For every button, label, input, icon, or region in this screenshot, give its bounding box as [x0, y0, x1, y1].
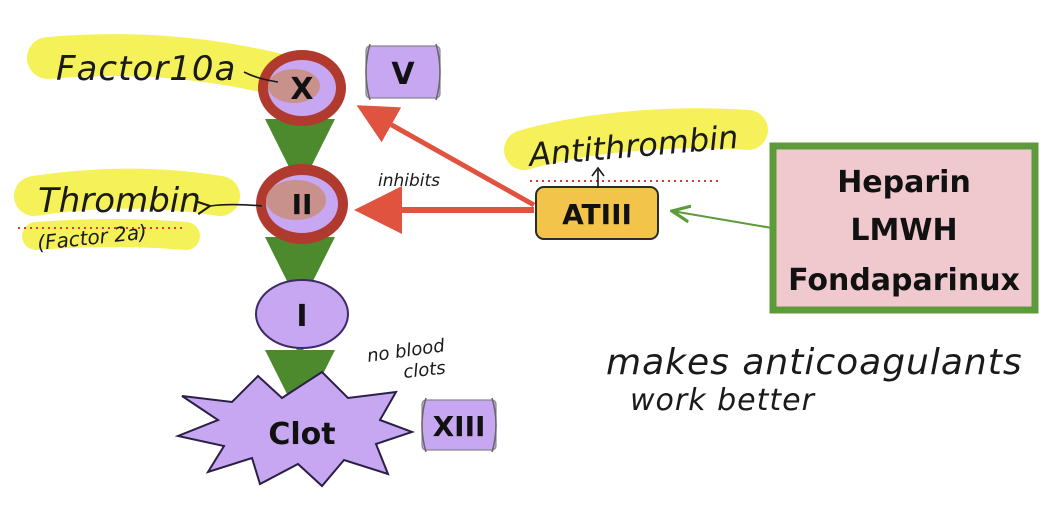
- anticoagulant-drug-box: Heparin LMWH Fondaparinux: [769, 142, 1039, 314]
- drug-heparin: Heparin: [837, 165, 971, 200]
- fibrinogen-label: I: [296, 299, 307, 334]
- note-antithrombin-arrow: [591, 166, 605, 188]
- drug-fondaparinux: Fondaparinux: [788, 263, 1020, 298]
- note-no-clots-line2: clots: [402, 358, 446, 383]
- note-thrombin-arrow: [210, 205, 263, 207]
- factor-xiii-label: XIII: [433, 410, 486, 443]
- note-factor10a-connector: [243, 71, 279, 83]
- note-inhibits: inhibits: [378, 171, 440, 191]
- factor-x-node: X: [258, 50, 346, 126]
- thrombin-node: II: [256, 164, 348, 244]
- factor-x-label: X: [290, 72, 313, 107]
- highlight-factor10a: [27, 34, 313, 99]
- clot-starburst: Clot: [174, 370, 415, 488]
- arrow-drugs-to-atiii: [672, 211, 773, 229]
- antithrombin-label: ATIII: [562, 198, 632, 231]
- highlight-thrombin: [14, 168, 240, 216]
- note-thrombin: Thrombin: [38, 181, 201, 221]
- clot-label: Clot: [268, 417, 335, 452]
- note-factor10a: Factor10a: [56, 49, 236, 89]
- note-anticoag-line2: work better: [630, 383, 816, 418]
- drug-lmwh: LMWH: [850, 213, 957, 248]
- cofactor-v-label: V: [391, 57, 415, 92]
- highlight-antithrombin: [504, 108, 768, 170]
- antithrombin-box: ATIII: [535, 186, 659, 240]
- factor-xiii-box: XIII: [421, 397, 497, 453]
- thrombin-label: II: [292, 188, 313, 221]
- cofactor-v-box: V: [365, 43, 441, 101]
- highlight-factor2a: [22, 219, 200, 250]
- inhibit-arrow-to-x: [356, 105, 536, 208]
- fibrinogen-node: I: [255, 279, 349, 349]
- note-anticoag-line1: makes anticoagulants: [606, 342, 1023, 383]
